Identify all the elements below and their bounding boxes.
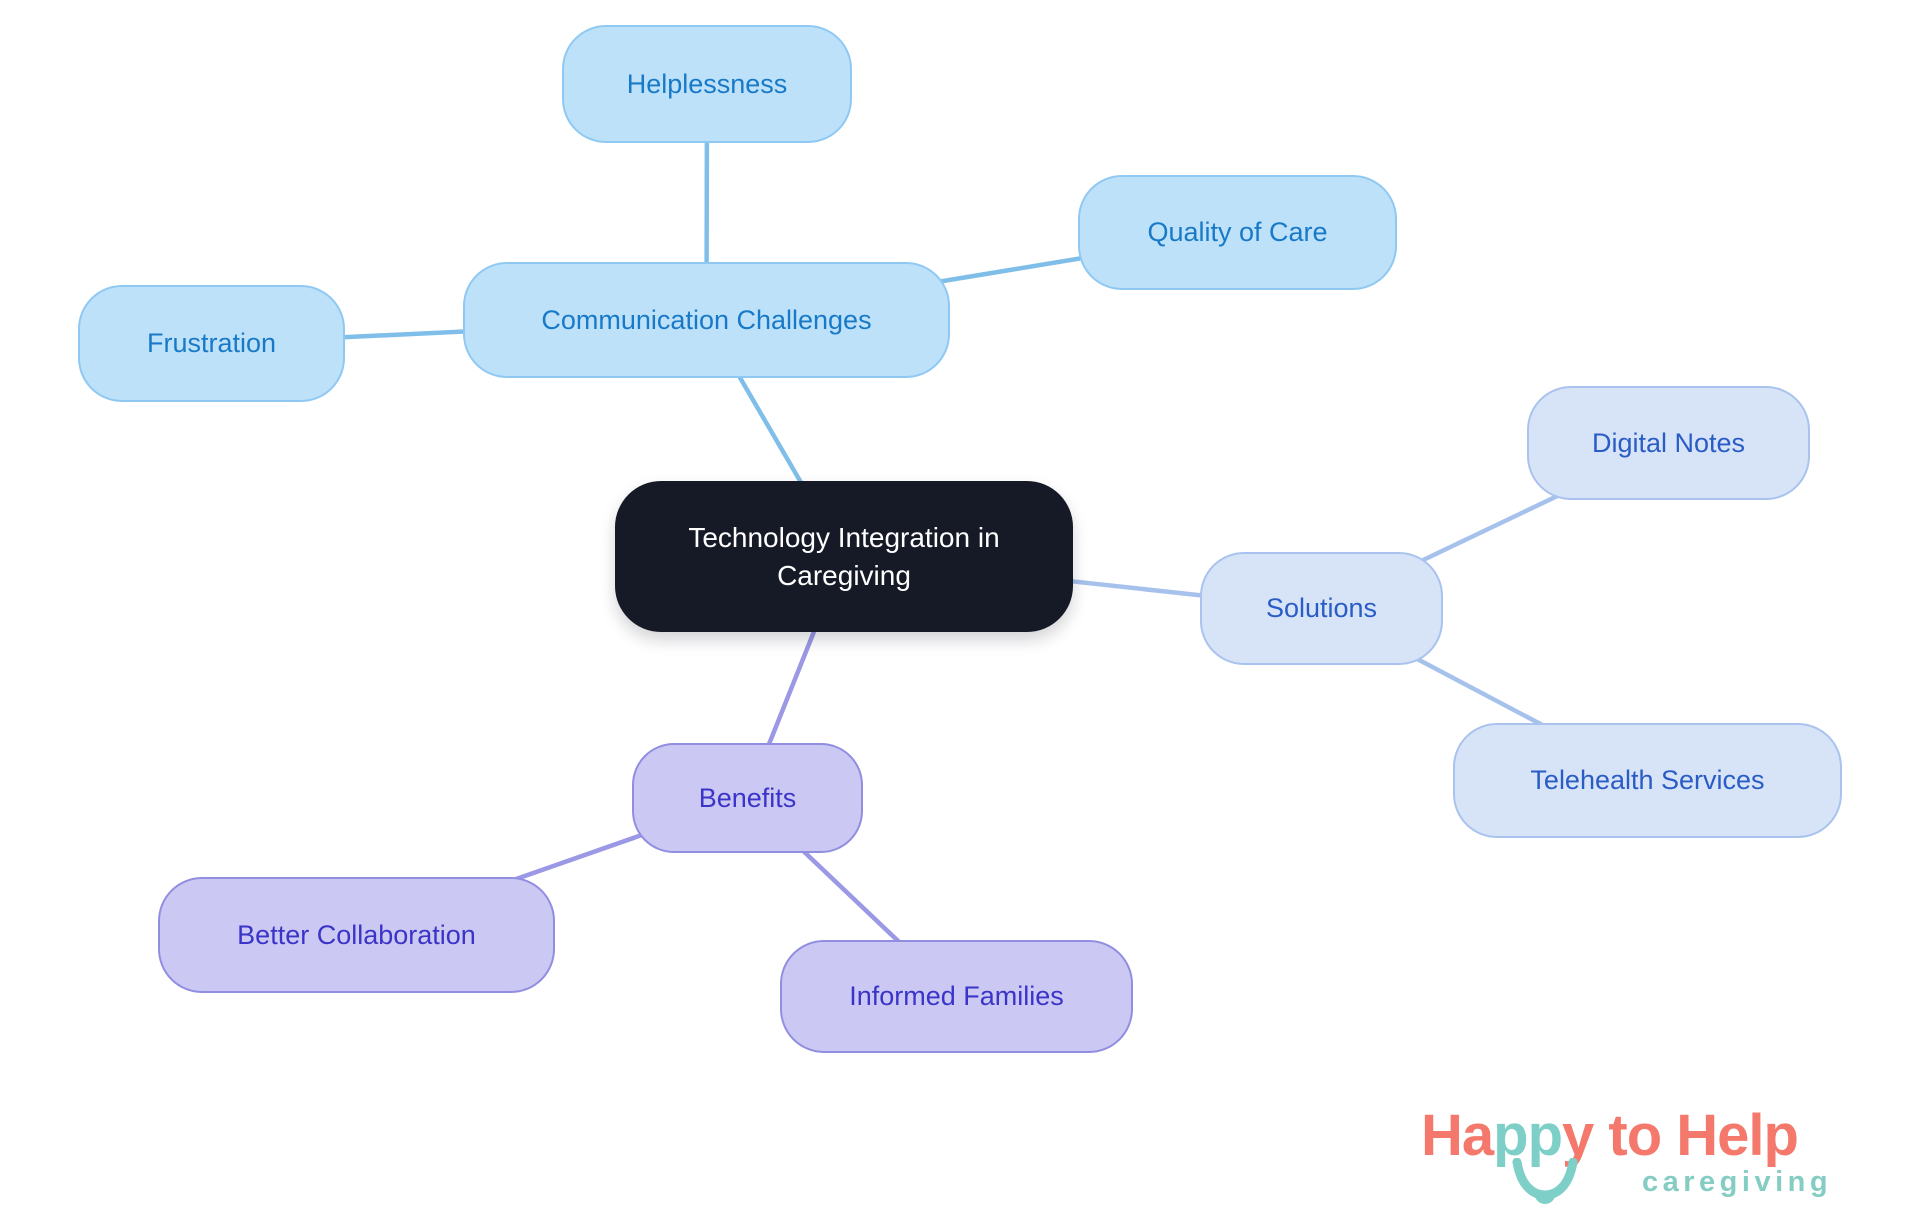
logo-text-y: y xyxy=(1562,1103,1594,1168)
node-label: Telehealth Services xyxy=(1530,765,1765,796)
smile-icon xyxy=(1512,1158,1578,1204)
mindmap-node-communication-challenges[interactable]: Communication Challenges xyxy=(463,262,950,378)
logo-wordmark: Happy to Help xyxy=(1421,1103,1799,1168)
node-label: Digital Notes xyxy=(1591,427,1746,458)
logo-subtitle: caregiving xyxy=(1642,1166,1833,1198)
mindmap-node-helplessness[interactable]: Helplessness xyxy=(562,25,852,143)
mindmap-node-better-collaboration[interactable]: Better Collaboration xyxy=(158,877,555,993)
node-label: Communication Challenges xyxy=(541,304,872,335)
node-label: Informed Families xyxy=(849,981,1064,1012)
mindmap-node-informed-families[interactable]: Informed Families xyxy=(780,940,1133,1053)
mindmap-node-solutions[interactable]: Solutions xyxy=(1200,552,1443,665)
logo: Happy to Help caregiving xyxy=(1421,1103,1881,1210)
node-label: Helplessness xyxy=(626,68,788,99)
node-label: Technology Integration in Caregiving xyxy=(688,521,1000,591)
mindmap-node-benefits[interactable]: Benefits xyxy=(632,743,863,853)
mindmap-node-digital-notes[interactable]: Digital Notes xyxy=(1527,386,1810,500)
node-label: Better Collaboration xyxy=(237,919,476,950)
mindmap-node-frustration[interactable]: Frustration xyxy=(78,285,345,402)
node-label: Solutions xyxy=(1265,593,1378,624)
logo-text-pp: pp xyxy=(1493,1103,1563,1168)
mindmap-node-central[interactable]: Technology Integration in Caregiving xyxy=(615,481,1073,632)
node-label: Benefits xyxy=(698,782,797,813)
node-label: Quality of Care xyxy=(1147,217,1328,248)
mindmap-node-quality-of-care[interactable]: Quality of Care xyxy=(1078,175,1397,290)
logo-text-to-help: to Help xyxy=(1593,1103,1799,1168)
mindmap-node-telehealth-services[interactable]: Telehealth Services xyxy=(1453,723,1842,838)
logo-text-ha: Ha xyxy=(1421,1103,1494,1168)
node-label: Frustration xyxy=(146,328,277,359)
